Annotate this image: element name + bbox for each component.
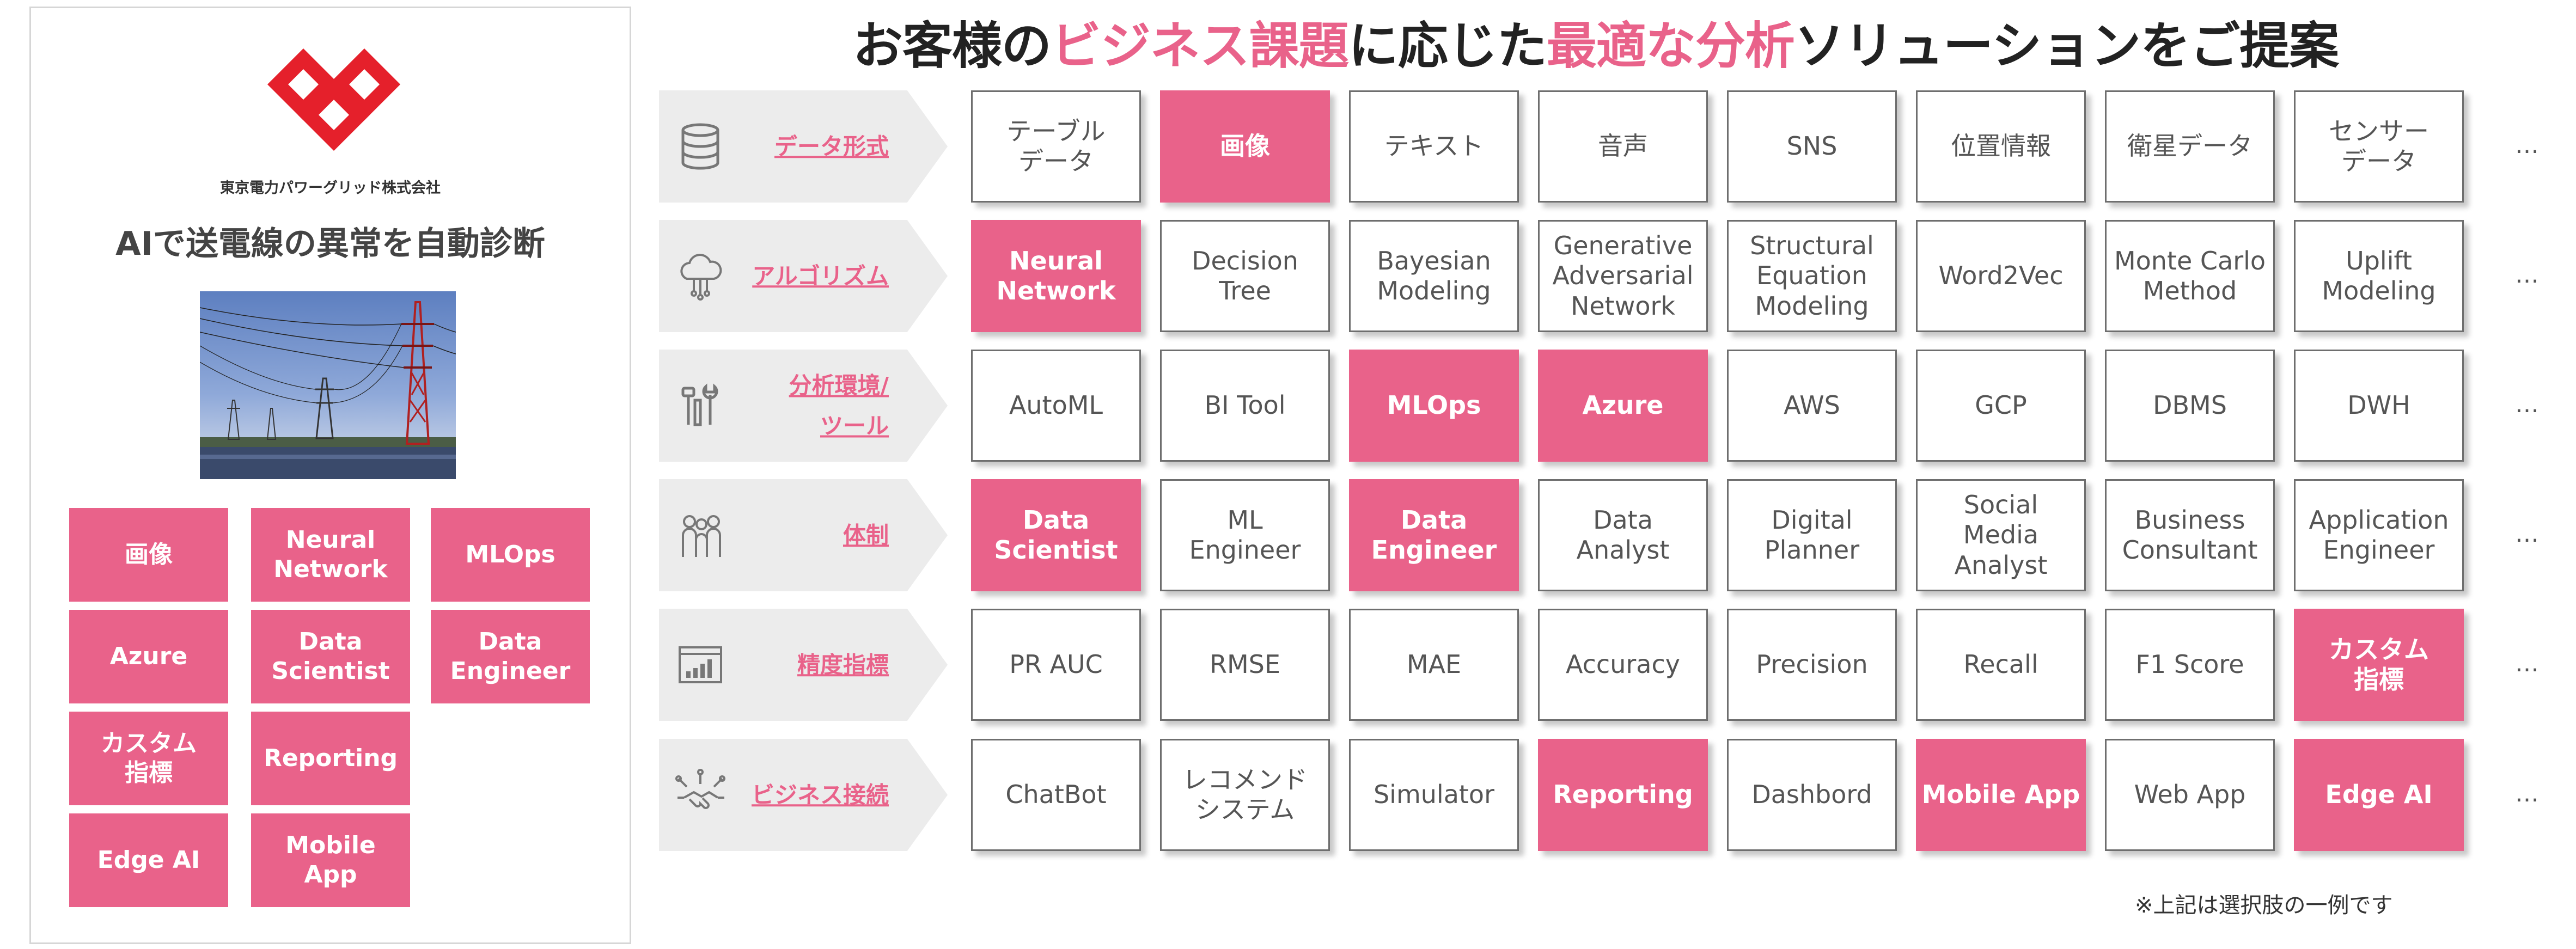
case-tag: MLOps: [431, 508, 590, 602]
case-title: AIで送電線の異常を自動診断: [115, 225, 545, 263]
option-cell: テキスト: [1349, 90, 1519, 203]
option-cell-selected: Mobile App: [1916, 739, 2086, 851]
option-cell: 衛星データ: [2105, 90, 2275, 203]
option-cell: Business Consultant: [2105, 479, 2275, 591]
case-tag: Mobile App: [251, 813, 410, 907]
option-cell: Data Analyst: [1538, 479, 1708, 591]
option-cell: Structural Equation Modeling: [1727, 220, 1897, 332]
company-logo-icon: [267, 48, 400, 151]
option-cell: 音声: [1538, 90, 1708, 203]
company-name: 東京電力パワーグリッド株式会社: [220, 180, 441, 197]
option-cell-selected: Edge AI: [2294, 739, 2464, 851]
option-cell: Social Media Analyst: [1916, 479, 2086, 591]
more-ellipsis: …: [2515, 780, 2540, 807]
option-cell: AWS: [1727, 350, 1897, 462]
option-cell: DWH: [2294, 350, 2464, 462]
row-label: ビジネス接続: [659, 739, 948, 851]
headline-highlight: ビジネス課題: [1051, 16, 1349, 75]
option-cell: Word2Vec: [1916, 220, 2086, 332]
tools-icon: [673, 378, 728, 433]
option-cell-selected: Data Engineer: [1349, 479, 1519, 591]
footnote: ※上記は選択肢の一例です: [2135, 893, 2393, 918]
option-cell: Generative Adversarial Network: [1538, 220, 1708, 332]
row-label-text[interactable]: データ形式: [774, 133, 889, 160]
option-cell-selected: 画像: [1160, 90, 1330, 203]
option-cell: 位置情報: [1916, 90, 2086, 203]
case-tag: Azure: [69, 610, 228, 703]
option-cell-selected: MLOps: [1349, 350, 1519, 462]
option-cell: Bayesian Modeling: [1349, 220, 1519, 332]
option-cell: Digital Planner: [1727, 479, 1897, 591]
option-cell: Decision Tree: [1160, 220, 1330, 332]
option-cell: Simulator: [1349, 739, 1519, 851]
page-headline: お客様のビジネス課題に応じた最適な分析ソリューションをご提案: [664, 9, 2527, 75]
option-cell: BI Tool: [1160, 350, 1330, 462]
option-cell: Application Engineer: [2294, 479, 2464, 591]
option-cell: Dashbord: [1727, 739, 1897, 851]
row-label-text[interactable]: 体制: [843, 522, 889, 549]
option-cell-selected: カスタム 指標: [2294, 609, 2464, 721]
more-ellipsis: …: [2515, 390, 2540, 418]
headline-part: ソリューションをご提案: [1794, 16, 2339, 75]
case-study-card: 東京電力パワーグリッド株式会社 AIで送電線の異常を自動診断: [29, 7, 631, 944]
option-cell: テーブル データ: [971, 90, 1141, 203]
row-label-text[interactable]: ビジネス接続: [751, 781, 889, 809]
more-ellipsis: …: [2515, 131, 2540, 159]
option-cell: Monte Carlo Method: [2105, 220, 2275, 332]
option-cell-selected: Neural Network: [971, 220, 1141, 332]
option-cell: Uplift Modeling: [2294, 220, 2464, 332]
option-cell: Recall: [1916, 609, 2086, 721]
option-cell: DBMS: [2105, 350, 2275, 462]
option-cell: ChatBot: [971, 739, 1141, 851]
row-label-text[interactable]: 分析環境/ ツール: [789, 372, 889, 439]
option-cell: ML Engineer: [1160, 479, 1330, 591]
option-cell-selected: Data Scientist: [971, 479, 1141, 591]
option-cell: SNS: [1727, 90, 1897, 203]
row-label-text[interactable]: 精度指標: [797, 651, 889, 678]
bar-chart-icon: [673, 638, 728, 692]
option-cell: AutoML: [971, 350, 1141, 462]
option-cell: GCP: [1916, 350, 2086, 462]
option-cell-selected: Reporting: [1538, 739, 1708, 851]
row-label: 分析環境/ ツール: [659, 350, 948, 462]
option-cell: Web App: [2105, 739, 2275, 851]
option-cell: PR AUC: [971, 609, 1141, 721]
database-icon: [673, 119, 728, 174]
power-lines-photo: [200, 291, 456, 479]
option-cell: F1 Score: [2105, 609, 2275, 721]
headline-part: お客様の: [852, 16, 1052, 75]
case-tag: Data Engineer: [431, 610, 590, 703]
handshake-icon: [673, 768, 728, 822]
row-label: 体制: [659, 479, 948, 591]
more-ellipsis: …: [2515, 261, 2540, 289]
row-label: 精度指標: [659, 609, 948, 721]
option-cell: Accuracy: [1538, 609, 1708, 721]
option-cell: RMSE: [1160, 609, 1330, 721]
option-cell: センサー データ: [2294, 90, 2464, 203]
case-tag: 画像: [69, 508, 228, 602]
team-icon: [673, 508, 728, 562]
more-ellipsis: …: [2515, 650, 2540, 677]
headline-highlight: 最適な分析: [1546, 16, 1795, 75]
option-cell: Precision: [1727, 609, 1897, 721]
case-tag: Neural Network: [251, 508, 410, 602]
row-label: データ形式: [659, 90, 948, 203]
more-ellipsis: …: [2515, 520, 2540, 548]
case-tag: Reporting: [251, 712, 410, 805]
option-cell: MAE: [1349, 609, 1519, 721]
case-tag: Edge AI: [69, 813, 228, 907]
row-label-text[interactable]: アルゴリズム: [752, 262, 889, 290]
row-label: アルゴリズム: [659, 220, 948, 332]
cloud-network-icon: [673, 249, 728, 303]
case-tag: Data Scientist: [251, 610, 410, 703]
headline-part: に応じた: [1348, 16, 1547, 75]
option-cell: レコメンド システム: [1160, 739, 1330, 851]
case-tag: カスタム 指標: [69, 712, 228, 805]
option-cell-selected: Azure: [1538, 350, 1708, 462]
